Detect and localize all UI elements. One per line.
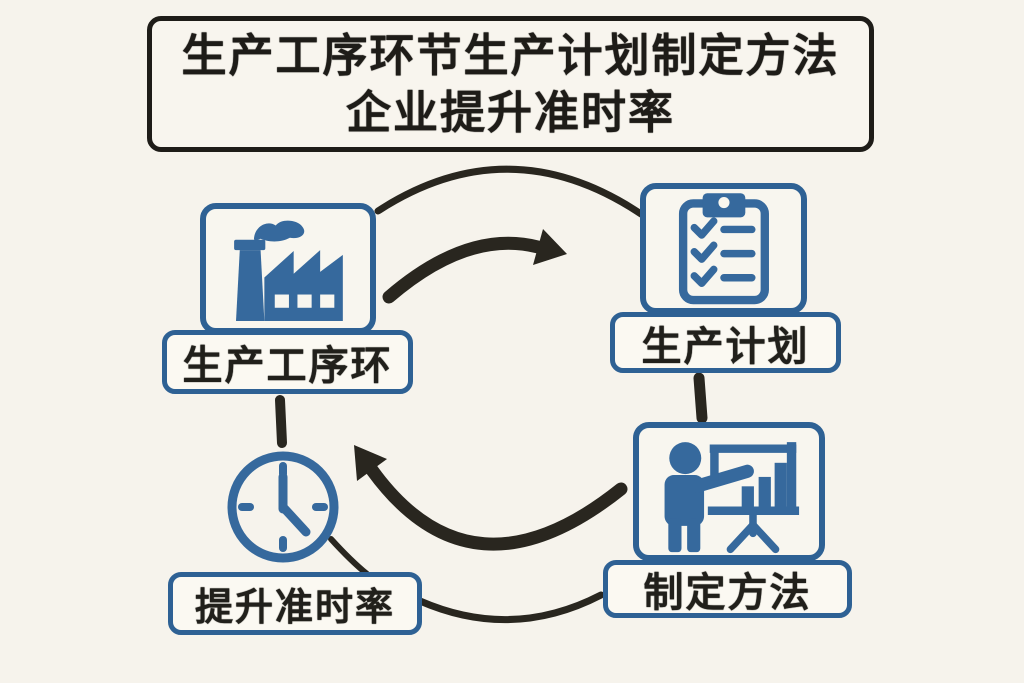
node-label-process: 生产工序环 [162, 330, 413, 394]
connector-plan-to-method-line [693, 372, 708, 424]
node-card-plan [640, 183, 807, 314]
title-line-2: 企业提升准时率 [345, 87, 675, 138]
arrow-method-to-ontime-shaft [365, 463, 628, 551]
arc-ontime-to-method-arc [416, 591, 605, 623]
node-card-method [633, 422, 825, 561]
title-box: 生产工序环节生产计划制定方法 企业提升准时率 [147, 16, 874, 152]
arrow-process-to-plan-head [533, 229, 567, 265]
node-card-process [200, 203, 376, 334]
node-label-plan: 生产计划 [610, 312, 841, 373]
node-label-process-text: 生产工序环 [182, 344, 393, 388]
node-label-plan-text: 生产计划 [641, 324, 810, 369]
arc-process-to-plan-outer-arc [374, 165, 645, 218]
connector-process-to-ontime-line [275, 395, 287, 448]
arrow-method-to-ontime-head [354, 445, 387, 481]
node-label-ontime-text: 提升准时率 [194, 587, 395, 629]
clipboard-checklist-icon [678, 193, 769, 305]
factory-smoke [253, 220, 305, 241]
factory-icon [234, 220, 343, 321]
node-label-ontime: 提升准时率 [168, 572, 422, 635]
presenter-whiteboard-icon [664, 442, 800, 554]
node-clock [222, 446, 344, 568]
arrow-process-to-plan-shaft [382, 236, 545, 304]
clock-icon [227, 451, 339, 563]
title-line-1: 生产工序环节生产计划制定方法 [181, 30, 840, 81]
tick-clock-to-label-stroke [328, 536, 370, 577]
node-label-method: 制定方法 [603, 560, 852, 618]
node-label-method-text: 制定方法 [643, 571, 812, 615]
